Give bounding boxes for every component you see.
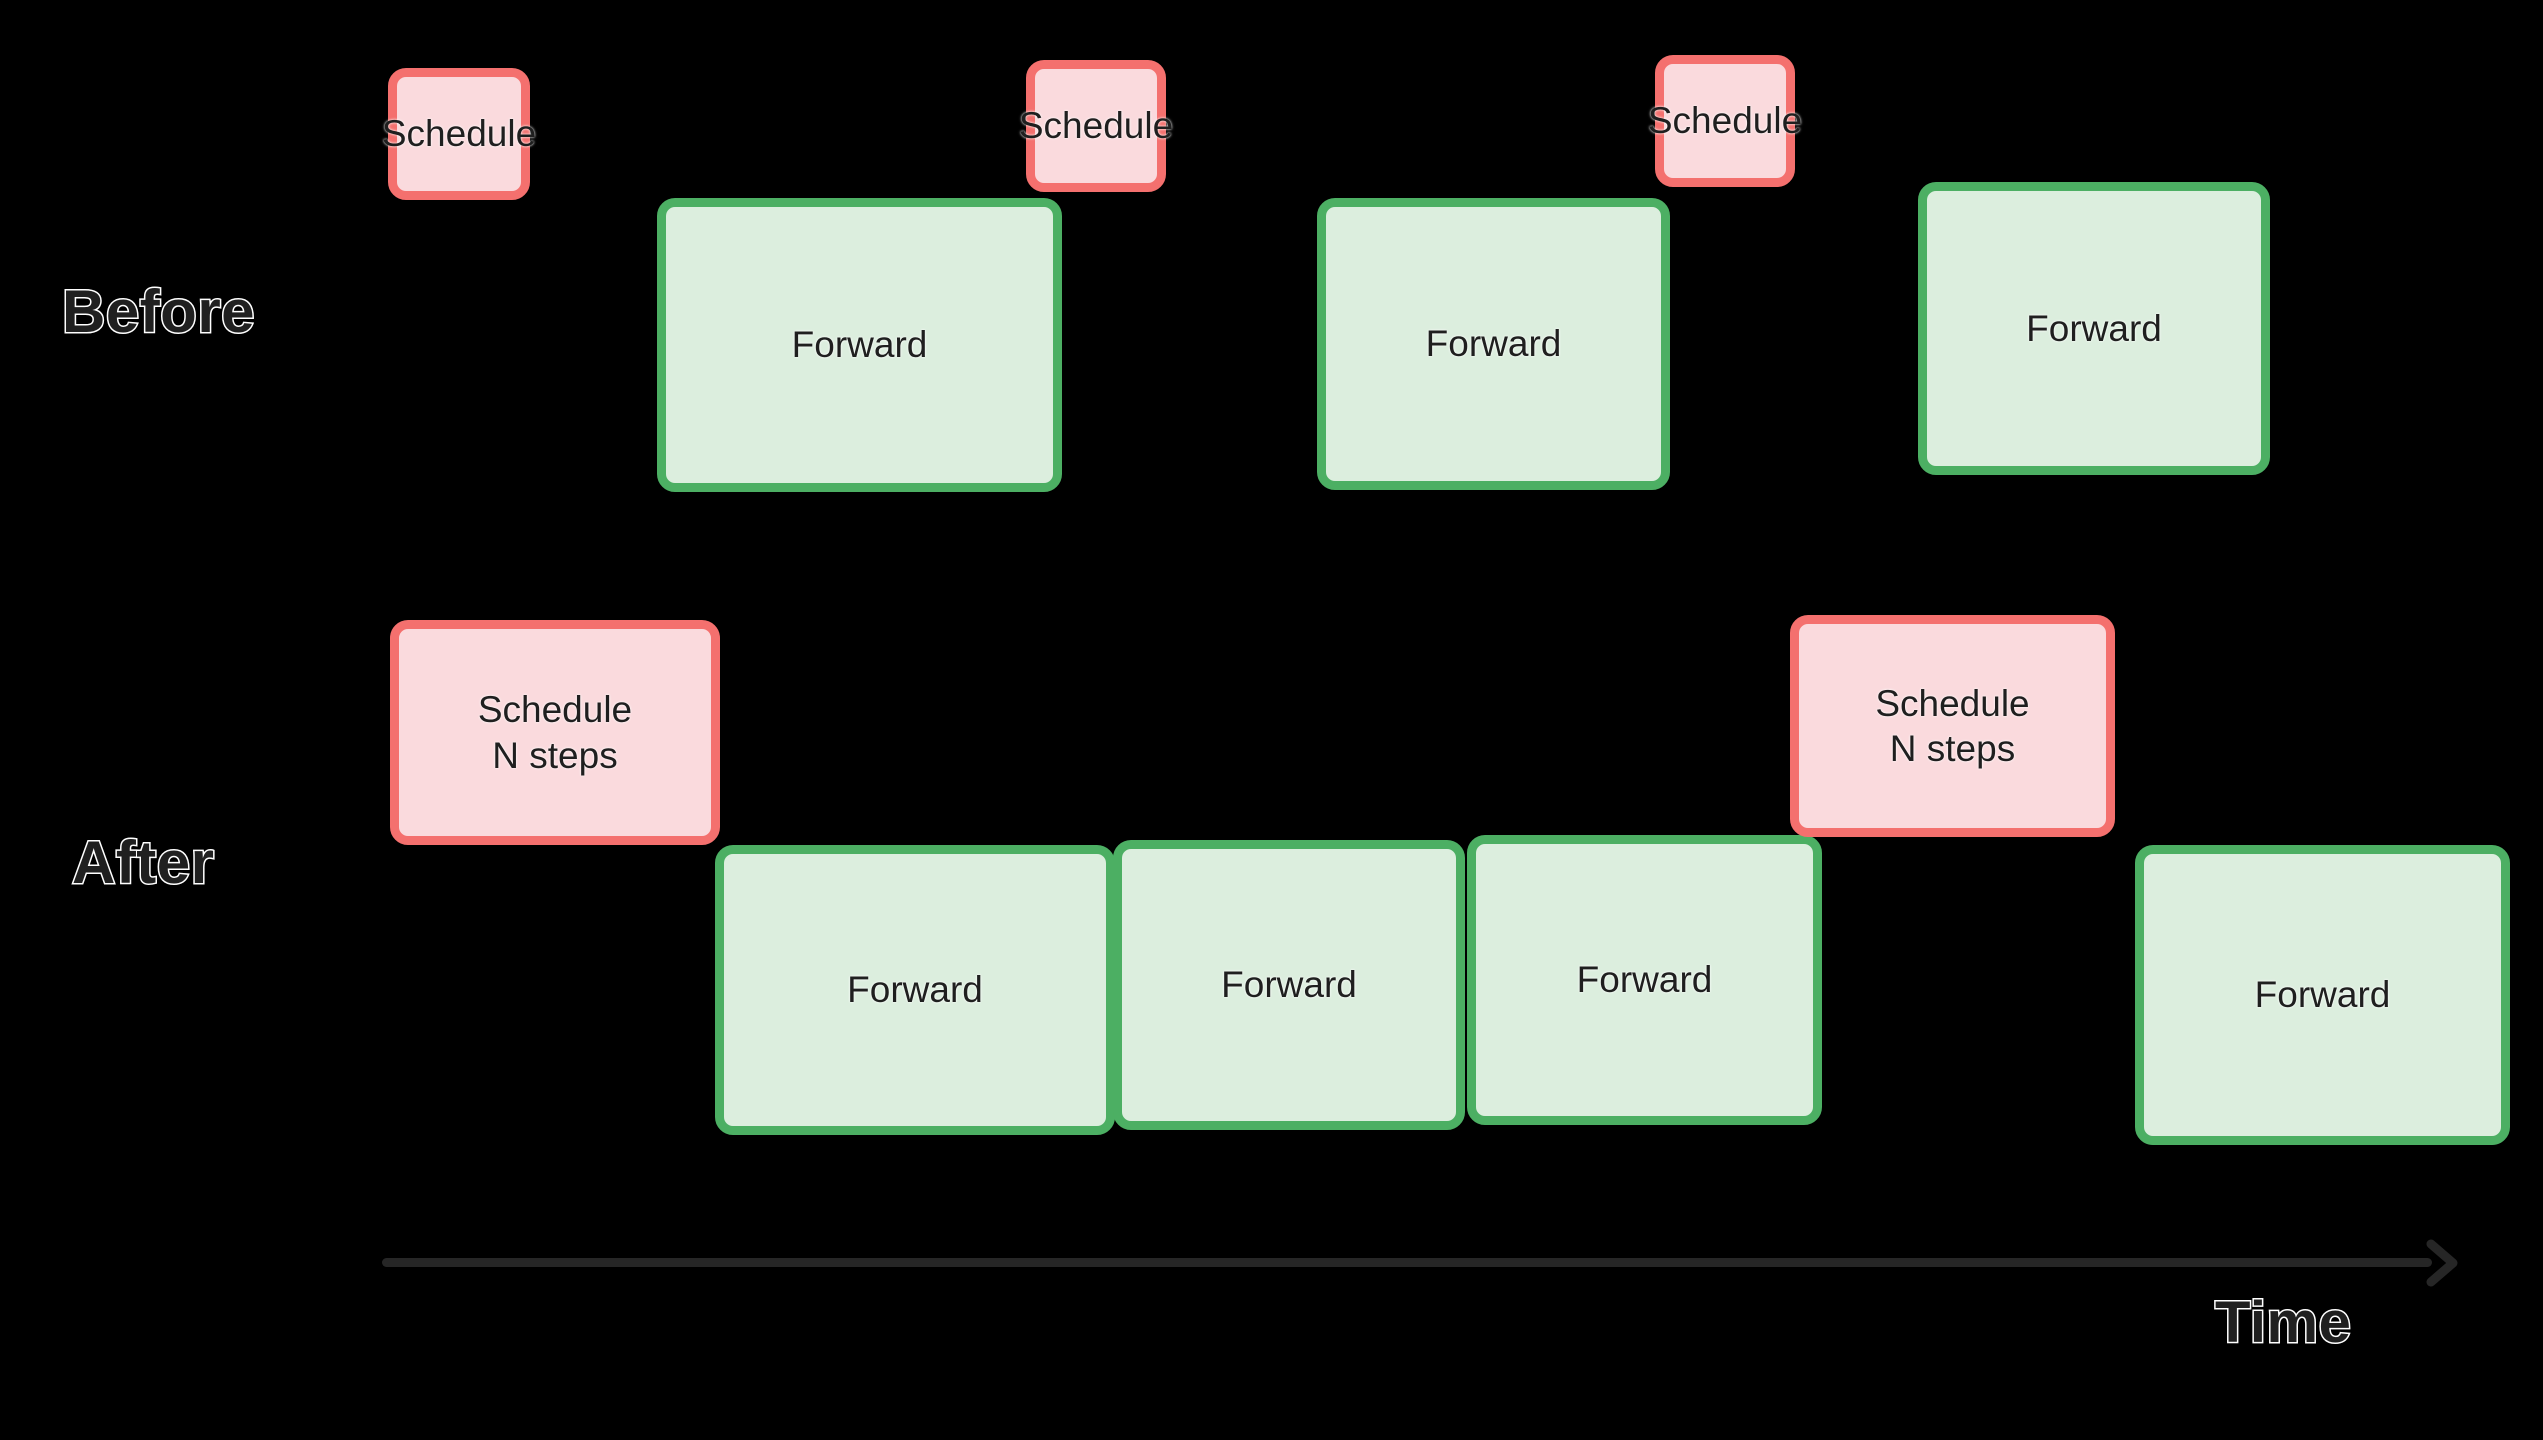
block-label: Forward <box>2026 307 2162 349</box>
block-label: Forward <box>847 969 983 1011</box>
block-schedule-before-5: Schedule <box>1648 55 1802 187</box>
block-schedule-before-3: Schedule <box>1019 60 1173 192</box>
block-forward-after-2: Forward <box>715 845 1115 1135</box>
time-axis-line <box>382 1258 2432 1267</box>
row-label-before: Before <box>60 278 256 345</box>
row-label-after: After <box>71 829 216 896</box>
block-forward-before-2: Forward <box>657 198 1062 492</box>
block-label: Forward <box>1425 323 1562 365</box>
block-schedule-before-1: Schedule <box>382 68 536 200</box>
block-label: Schedule <box>1018 105 1174 147</box>
block-forward-before-6: Forward <box>1918 182 2270 475</box>
block-forward-after-3: Forward <box>1113 840 1465 1130</box>
time-axis <box>382 1239 2458 1287</box>
block-schedule-after-1: Schedule N steps <box>390 620 720 845</box>
block-label: Schedule N steps <box>1875 682 2030 769</box>
block-label: Forward <box>791 324 928 366</box>
arrow-right-icon <box>2417 1236 2471 1290</box>
block-label: Schedule <box>1647 100 1803 142</box>
block-label: Forward <box>2254 974 2391 1016</box>
block-label: Schedule N steps <box>477 689 633 776</box>
block-schedule-after-5: Schedule N steps <box>1790 615 2115 837</box>
block-forward-after-4: Forward <box>1467 835 1822 1125</box>
block-forward-after-6: Forward <box>2135 845 2510 1145</box>
block-forward-before-4: Forward <box>1317 198 1670 490</box>
time-axis-label: Time <box>2213 1290 2352 1355</box>
block-label: Schedule <box>381 113 537 155</box>
block-label: Forward <box>1576 959 1713 1001</box>
block-label: Forward <box>1221 964 1357 1006</box>
